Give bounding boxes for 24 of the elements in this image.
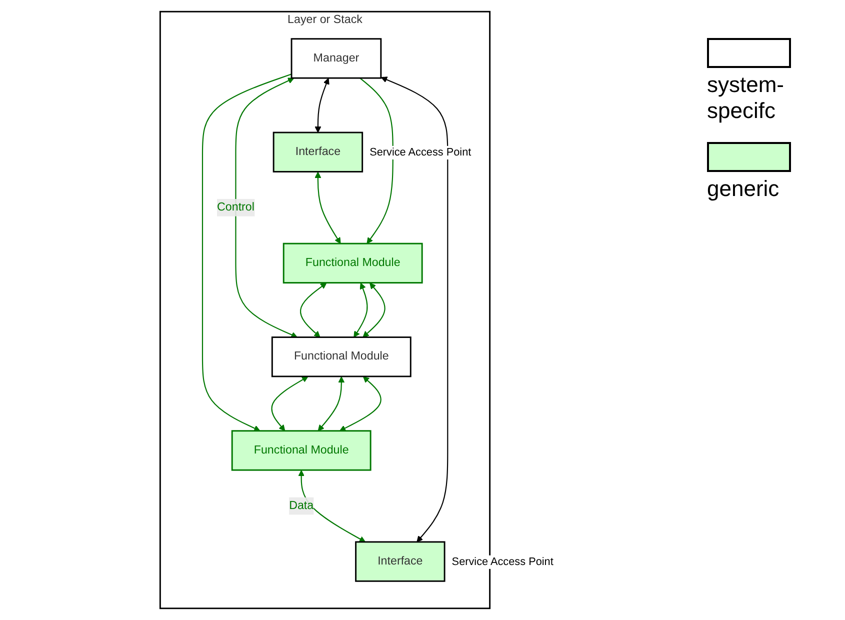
arrow	[202, 74, 292, 432]
node-box: Interface	[272, 132, 364, 172]
legend-label: system-specifc	[707, 72, 784, 123]
node-box: Functional Module	[271, 336, 412, 378]
arrow	[318, 376, 345, 432]
arrow	[360, 78, 394, 244]
arrow	[314, 78, 330, 133]
arrow	[354, 282, 368, 338]
node-box: Interface	[355, 541, 446, 582]
arrow	[380, 76, 448, 542]
legend-label: generic	[707, 176, 780, 201]
arrow	[271, 376, 308, 432]
edge-label: Data	[289, 499, 314, 512]
node-box: Functional Module	[282, 242, 423, 284]
node-box: Manager	[290, 38, 382, 79]
arrow	[314, 172, 341, 244]
arrow	[300, 282, 327, 338]
arrow	[339, 376, 382, 432]
node-caption: Service Access Point	[452, 556, 554, 568]
arrow	[362, 282, 386, 338]
node-box: Functional Module	[231, 430, 372, 471]
node-caption: Service Access Point	[370, 146, 472, 159]
edge-label: Control	[217, 201, 254, 214]
arrow	[235, 78, 298, 338]
